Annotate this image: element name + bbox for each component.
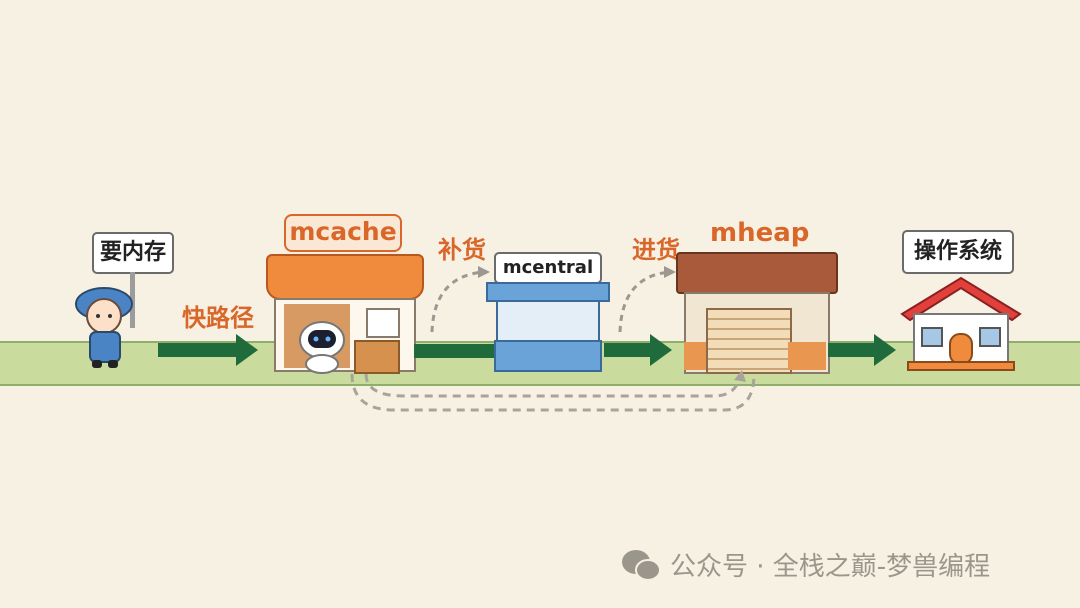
requester-node: 要内存: [70, 228, 180, 378]
footer-text: 公众号 · 全栈之巅-梦兽编程: [670, 552, 991, 582]
bypass-dashed-arrow: [350, 370, 756, 412]
mcache-node: mcache: [262, 212, 424, 374]
mheap-to-os-arrow: [828, 334, 896, 366]
restock-label: 进货: [632, 236, 680, 264]
mcache-awning: [266, 254, 424, 300]
fast-path-label: 快路径: [182, 304, 254, 332]
mheap-roof: [676, 252, 838, 294]
mcache-to-mcentral-arrow: [414, 344, 494, 358]
refill-dashed-arrow: [430, 266, 490, 333]
mcentral-window: [496, 300, 600, 342]
mcentral-counter: [494, 340, 602, 372]
mcentral-label: mcentral: [494, 252, 602, 284]
wechat-icon: [622, 549, 661, 581]
footer-watermark: 公众号 · 全栈之巅-梦兽编程: [620, 546, 990, 583]
house-icon: [900, 276, 1022, 371]
requester-sign: 要内存: [92, 232, 174, 274]
os-node: 操作系统: [896, 230, 1026, 374]
mheap-garage-door: [706, 308, 792, 374]
mheap-label: mheap: [710, 218, 810, 248]
worker-character-icon: [75, 287, 133, 368]
fast-path-arrow: [158, 334, 258, 366]
box-icon: [354, 340, 400, 374]
refill-label: 补货: [438, 236, 486, 264]
mcentral-node: mcentral: [486, 252, 610, 372]
mcache-label: mcache: [284, 214, 402, 252]
mcentral-to-mheap-arrow: [604, 334, 672, 366]
mcache-window: [366, 308, 400, 338]
restock-dashed-arrow: [618, 266, 676, 333]
sign-pole: [130, 272, 135, 328]
mcentral-roof: [486, 282, 610, 302]
os-sign: 操作系统: [902, 230, 1014, 274]
mheap-node: mheap: [674, 218, 838, 374]
mheap-base-left: [684, 342, 706, 370]
robot-icon: [299, 321, 345, 374]
mheap-base-right: [788, 342, 826, 370]
